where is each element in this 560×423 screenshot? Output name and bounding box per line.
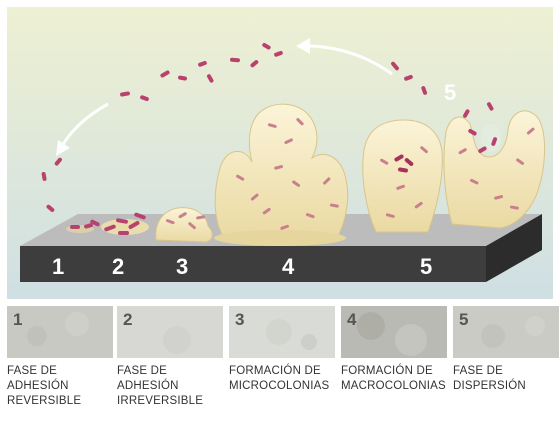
micrograph-number: 4 xyxy=(347,310,357,329)
micrograph-2: 2 xyxy=(117,306,223,358)
embedded-cells xyxy=(165,118,535,230)
micrograph-strip: 1 2 3 4 5 xyxy=(0,306,560,360)
caption-phase-2: FASE DE ADHESIÓN IRREVERSIBLE xyxy=(117,364,229,409)
caption-line: REVERSIBLE xyxy=(7,395,82,407)
stage-number-1: 1 xyxy=(52,254,64,279)
stage-5-colony-right xyxy=(443,110,545,229)
micrograph-1: 1 xyxy=(7,306,113,358)
dispersion-label: 5 xyxy=(444,80,456,105)
caption-phase-1: FASE DE ADHESIÓN REVERSIBLE xyxy=(7,364,119,409)
arrow-return-head xyxy=(296,38,310,54)
caption-line: FORMACIÓN DE xyxy=(229,365,321,377)
caption-line: MACROCOLONIAS xyxy=(341,380,446,392)
arrow-descend xyxy=(60,102,109,147)
caption-line: MICROCOLONIAS xyxy=(229,380,330,392)
stage-3-microcolony xyxy=(155,207,213,243)
stage-1-cells xyxy=(66,219,100,233)
micrograph-number: 3 xyxy=(235,310,245,329)
stage-number-4: 4 xyxy=(282,254,295,279)
phase-captions: FASE DE ADHESIÓN REVERSIBLE FASE DE ADHE… xyxy=(0,364,560,420)
caption-line: FASE DE xyxy=(7,365,57,377)
caption-line: FASE DE xyxy=(117,365,167,377)
caption-line: IRREVERSIBLE xyxy=(117,395,204,407)
caption-line: FASE DE xyxy=(453,365,503,377)
biofilm-illustration: 5 1 2 3 4 5 xyxy=(7,7,553,299)
micrograph-3: 3 xyxy=(229,306,335,358)
caption-line: ADHESIÓN xyxy=(117,380,179,392)
caption-line: DISPERSIÓN xyxy=(453,380,526,392)
arrow-return xyxy=(305,44,393,76)
caption-phase-4: FORMACIÓN DE MACROCOLONIAS xyxy=(341,364,453,394)
micrograph-number: 1 xyxy=(13,310,23,329)
micrograph-number: 5 xyxy=(459,310,469,329)
stage-number-5: 5 xyxy=(420,254,432,279)
floating-bacteria xyxy=(41,43,498,212)
stage-number-2: 2 xyxy=(112,254,124,279)
micrograph-number: 2 xyxy=(123,310,133,329)
micrograph-4: 4 xyxy=(341,306,447,358)
surface-slab-front xyxy=(20,246,486,282)
caption-line: FORMACIÓN DE xyxy=(341,365,433,377)
stage-4-base xyxy=(214,230,346,246)
caption-phase-3: FORMACIÓN DE MICROCOLONIAS xyxy=(229,364,341,394)
micrograph-5: 5 xyxy=(453,306,559,358)
stage-5-colony-left xyxy=(362,119,443,233)
surface-slab-side xyxy=(486,214,542,282)
stage-2-cells xyxy=(101,212,149,235)
stage-number-3: 3 xyxy=(176,254,188,279)
dispersing-core-cells xyxy=(394,154,414,173)
caption-phase-5: FASE DE DISPERSIÓN xyxy=(453,364,560,394)
stage-4-macrocolony xyxy=(214,103,349,241)
caption-line: ADHESIÓN xyxy=(7,380,69,392)
arrow-descend-head xyxy=(56,140,70,156)
stage-5-colony-right-hollow xyxy=(481,124,501,152)
